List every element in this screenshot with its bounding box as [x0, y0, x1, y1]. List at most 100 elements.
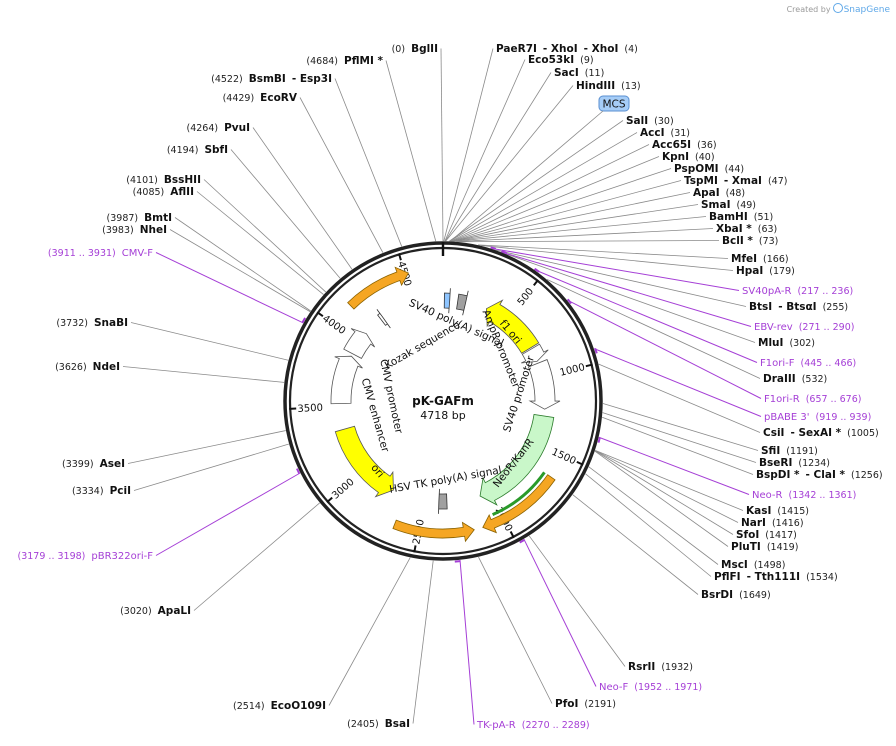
- enzyme-label: MfeI (166): [731, 253, 789, 265]
- enzyme-label: (3399)AseI: [62, 458, 125, 470]
- enzyme-position: (3626): [55, 362, 87, 373]
- enzyme-name: BamHI: [709, 211, 748, 223]
- label-leader-line: [329, 558, 410, 706]
- enzyme-label: TspMI- XmaI(47): [684, 175, 787, 187]
- label-leader-line: [197, 192, 324, 295]
- primer-position: (445 .. 466): [800, 358, 856, 369]
- label-leader-line: [175, 218, 311, 312]
- enzyme-name: AccI: [640, 127, 664, 139]
- snapgene-logo-icon: [833, 3, 843, 13]
- enzyme-position: (1649): [739, 590, 771, 601]
- primer-position: (919 .. 939): [816, 412, 872, 423]
- label-leader-line: [131, 323, 288, 361]
- label-leader-line: [573, 495, 698, 595]
- label-leader-line: [450, 133, 637, 242]
- enzyme-label: HpaI(179): [736, 265, 795, 277]
- tick-label: 3000: [330, 477, 356, 502]
- enzyme-position: (49): [737, 200, 757, 211]
- enzyme-position: (48): [726, 188, 746, 199]
- enzyme-label: (3983)NheI: [102, 224, 167, 236]
- enzyme-label: RsrII(1932): [628, 661, 693, 673]
- primer-name: F1ori-R: [764, 394, 800, 405]
- enzyme-name: TspMI: [684, 175, 718, 187]
- enzyme-name: SmaI: [701, 199, 731, 211]
- enzyme-label: (3020)ApaLI: [120, 605, 191, 617]
- label-leader-line: [595, 451, 738, 523]
- label-leader-line: [603, 403, 758, 450]
- enzyme-position: (73): [759, 236, 779, 247]
- enzyme-label: (4264)PvuI: [186, 122, 250, 134]
- enzyme-label: MscI(1498): [721, 559, 785, 571]
- primer-label: TK-pA-R(2270 .. 2289): [476, 720, 590, 731]
- primer-name: EBV-rev: [754, 322, 793, 333]
- primer-leader-line: [501, 252, 751, 327]
- enzyme-position: (3020): [120, 606, 152, 617]
- enzyme-label: Acc65I(36): [652, 139, 717, 151]
- enzyme-name: HindIII: [576, 80, 615, 92]
- enzyme-position: (532): [802, 374, 828, 385]
- enzyme-position: (166): [763, 254, 789, 265]
- cmv-promoter-arrow: [344, 329, 375, 359]
- label-leader-line: [444, 49, 493, 242]
- enzyme-name: EcoO109I: [271, 700, 326, 712]
- enzyme-position: (4684): [306, 56, 338, 67]
- primer-name: pBR322ori-F: [91, 551, 153, 562]
- enzyme-name: MluI: [758, 337, 783, 349]
- enzyme-label: PluTI(1419): [731, 541, 798, 553]
- primer-name: CMV-F: [122, 248, 153, 259]
- tick-label: 3500: [297, 403, 323, 415]
- label-leader-line: [453, 193, 690, 242]
- enzyme-position: (3399): [62, 459, 94, 470]
- enzyme-name: BssHII: [164, 174, 201, 186]
- primer-leader-line: [156, 253, 303, 323]
- enzyme-position: (0): [392, 44, 405, 55]
- primer-label: F1ori-F(445 .. 466): [760, 358, 856, 369]
- label-leader-line: [300, 98, 383, 253]
- primer-label: (3179 .. 3198)pBR322ori-F: [18, 551, 154, 562]
- enzyme-name: MfeI: [731, 253, 757, 265]
- enzyme-name-secondary: - Esp3I: [292, 73, 332, 85]
- enzyme-position: (1415): [777, 506, 809, 517]
- enzyme-position: (4429): [223, 93, 255, 104]
- enzyme-position: (1416): [772, 518, 804, 529]
- enzyme-position: (302): [789, 338, 815, 349]
- enzyme-position: (1005): [847, 428, 879, 439]
- enzyme-name: ApaI: [693, 187, 720, 199]
- enzyme-position: (51): [754, 212, 774, 223]
- primer-label: SV40pA-R (217 .. 236): [742, 286, 853, 297]
- enzyme-name: SfoI: [736, 529, 759, 541]
- primer-leader-line: [156, 473, 300, 555]
- orf-arrow: [393, 520, 474, 541]
- enzyme-position: (2514): [233, 701, 265, 712]
- enzyme-label: XbaI *(63): [716, 223, 777, 235]
- label-leader-line: [506, 254, 755, 343]
- enzyme-name: SnaBI: [94, 317, 128, 329]
- primer-label: Neo-F(1952 .. 1971): [599, 682, 702, 693]
- primer-position: (217 .. 236): [797, 286, 853, 297]
- enzyme-name: NarI: [741, 517, 766, 529]
- enzyme-position: (3334): [72, 486, 104, 497]
- enzyme-name: DraIII: [763, 373, 796, 385]
- enzyme-label: PspOMI(44): [674, 163, 744, 175]
- plasmid-size: 4718 bp: [420, 409, 465, 422]
- enzyme-name: AflII: [170, 186, 194, 198]
- primer-label: F1ori-R(657 .. 676): [764, 394, 861, 405]
- enzyme-name: PvuI: [224, 122, 250, 134]
- hsv-tk-polya-box: [438, 489, 447, 514]
- label-leader-line: [445, 60, 525, 242]
- enzyme-label: (2405)BsaI: [347, 718, 410, 730]
- tick-label: 4000: [320, 313, 347, 337]
- label-leader-line: [194, 503, 320, 611]
- label-leader-line: [441, 49, 443, 242]
- primer-name: Neo-F: [599, 682, 629, 693]
- primer-name: SV40pA-R: [742, 286, 791, 297]
- enzyme-position: (255): [823, 302, 849, 313]
- primer-position: (3911 .. 3931): [48, 248, 116, 259]
- enzyme-position: (11): [585, 68, 605, 79]
- primer-leader-line: [599, 437, 749, 494]
- enzyme-position: (31): [670, 128, 690, 139]
- enzyme-label: (3987)BmtI: [107, 212, 172, 224]
- tick-label: 500: [516, 286, 536, 308]
- enzyme-label: (3732)SnaBI: [56, 317, 128, 329]
- enzyme-label: KpnI(40): [662, 151, 715, 163]
